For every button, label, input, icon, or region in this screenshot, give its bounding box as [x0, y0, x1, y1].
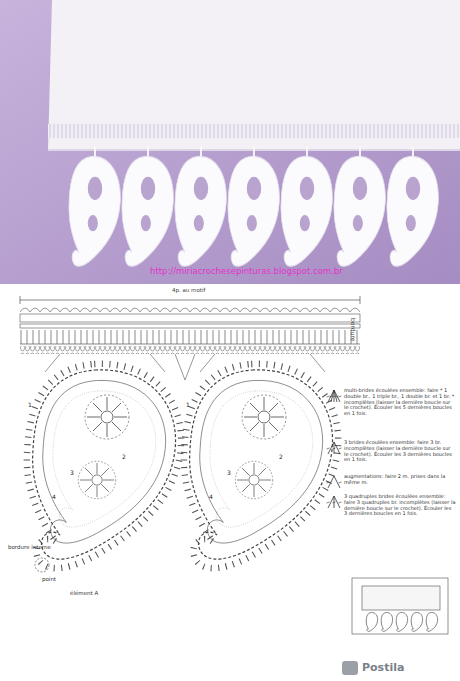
- stitch-symbol: [326, 494, 342, 510]
- dimension: 4p. au motif: [172, 287, 205, 293]
- row-number: 2: [122, 454, 126, 461]
- row-number: 3: [227, 470, 231, 477]
- legend-text: multi-brides écoulées ensemble: faire * …: [344, 388, 456, 417]
- section-label: bordure: [349, 318, 356, 341]
- legend-row: augmentations: faire 2 m. prises dans la…: [326, 474, 456, 486]
- paisley-chart: [27, 364, 181, 568]
- part-name: point: [42, 576, 56, 582]
- part-name: bordure interne: [8, 544, 51, 550]
- point-curl: [35, 558, 49, 572]
- paisley-motif: [175, 147, 226, 267]
- paisley-chart: [184, 364, 338, 568]
- row-number: 2: [279, 454, 283, 461]
- legend-row: 3 brides écoulées ensemble: faire 3 br. …: [326, 440, 456, 463]
- legend-text: 3 quadruples brides écoulées ensemble: f…: [344, 494, 456, 517]
- legend-text: augmentations: faire 2 m. prises dans la…: [344, 474, 456, 486]
- stitch-symbol: [326, 440, 342, 456]
- paisley-motif: [228, 147, 279, 267]
- watermark: http://miriacrochesepinturas.blogspot.co…: [150, 267, 343, 277]
- paisley-motif: [387, 147, 438, 267]
- legend-row: 3 quadruples brides écoulées ensemble: f…: [326, 494, 456, 517]
- row-number: 1: [28, 402, 32, 409]
- row-number: 4: [52, 494, 56, 501]
- paisley-motif: [334, 147, 385, 267]
- stitch-symbol: [326, 474, 342, 490]
- row-number: 4: [209, 494, 213, 501]
- row-number: 1: [186, 402, 190, 409]
- stitch-symbol: [326, 388, 342, 404]
- legend-text: 3 brides écoulées ensemble: faire 3 br. …: [344, 440, 456, 463]
- paisley-motif: [122, 147, 173, 267]
- part-name: élément A: [70, 590, 98, 596]
- legend-row: multi-brides écoulées ensemble: faire * …: [326, 388, 456, 417]
- paisley-motif: [281, 147, 332, 267]
- watermark: Postila: [362, 662, 404, 675]
- row-number: 3: [70, 470, 74, 477]
- paisley-motif: [69, 147, 120, 267]
